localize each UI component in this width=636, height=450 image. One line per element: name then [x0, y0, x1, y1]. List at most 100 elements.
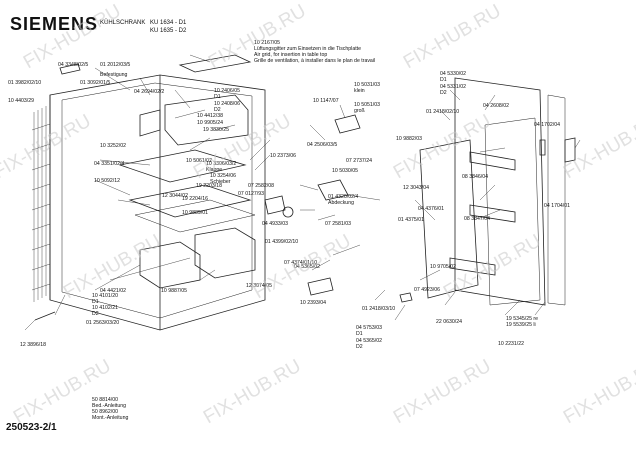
fridge-cabinet — [49, 74, 266, 331]
part-callout: 12 3074/05 — [246, 283, 272, 289]
part-callout: 04 4933/03 — [262, 221, 288, 227]
part-callout: 01 4320/02/4 — [328, 194, 359, 200]
part-callout: 04 5330/02 — [440, 71, 466, 77]
part-callout: D2 — [92, 311, 99, 317]
part-callout: 04 4376/01 — [418, 206, 444, 212]
part-callout: 07 2581/03 — [325, 221, 351, 227]
part-callout: 10 5051/03 — [354, 102, 380, 108]
part-callout: 01 4375/01 — [398, 217, 424, 223]
top-cover — [178, 54, 252, 73]
part-callout: 01 4399/02/10 — [265, 239, 299, 245]
part-callout: 07 2737/24 — [346, 158, 372, 164]
part-callout: 10 1147/07 — [313, 98, 339, 104]
part-callout: 10 3306/03/2 — [206, 161, 237, 167]
part-callout: 04 5365/02 — [294, 264, 320, 270]
part-callout: 12 3896/18 — [20, 342, 46, 348]
document-label: Bed.-Anleitung — [92, 403, 127, 409]
document-number: 50 8814/00 — [92, 397, 118, 403]
part-callout: Grille de ventilation, à installer dans … — [254, 58, 376, 64]
part-callout: 10 5061/02 — [186, 158, 212, 164]
part-callout: 22 0630/24 — [436, 319, 462, 325]
part-callout: 04 1704/01 — [544, 203, 570, 209]
brand-logo: SIEMENS — [10, 14, 99, 34]
part-callout: 10 3252/02 — [100, 143, 126, 149]
part-callout: 10 2373/06 — [270, 153, 296, 159]
model-number-1: KU 1634 - D1 — [150, 20, 187, 26]
part-callout: Klappe — [206, 167, 223, 173]
part-callout: 01 3982/02/10 — [8, 80, 42, 86]
part-callout: 12 3043/04 — [403, 185, 429, 191]
part-callout: 10 4101/20 — [92, 293, 118, 299]
part-callout: 04 5753/03 — [356, 325, 382, 331]
shelf-lower — [128, 184, 252, 218]
part-callout: klein — [354, 88, 365, 94]
part-callout: 04 3351/02/4 — [94, 161, 125, 167]
part-callout: 10 4403/29 — [8, 98, 34, 104]
part-callout: 07 2582/08 — [248, 183, 274, 189]
part-callout: 10 2406/05 — [214, 88, 240, 94]
part-callout: Abdeckung — [328, 200, 354, 206]
part-callout: 10 9889/01 — [182, 210, 208, 216]
part-callout: 19 3830/25 — [203, 127, 229, 133]
shelf-upper — [118, 149, 247, 183]
drip-tray — [139, 241, 201, 289]
part-callout: D1 — [214, 94, 221, 100]
part-callout: D1 — [92, 299, 99, 305]
document-label: Mont.-Anleitung — [92, 415, 129, 421]
door-seal — [547, 94, 566, 306]
door-assembly — [419, 77, 546, 306]
part-callout: 10 2231/22 — [498, 341, 524, 347]
part-callout: 08 3846/04 — [462, 174, 488, 180]
part-callout: 10 9705/02 — [430, 264, 456, 270]
condenser-grid — [31, 106, 51, 302]
part-callout: 01 3092/01/5 — [80, 80, 111, 86]
part-callout: 01 2012/03/5 — [100, 62, 131, 68]
part-callout: 07 4923/06 — [414, 287, 440, 293]
part-callout: 10 4412/38 — [197, 113, 223, 119]
part-callout: 10 4102/21 — [92, 305, 118, 311]
part-callout: Air grid, for insertion in table top — [254, 52, 328, 58]
part-callout: 10 5092/12 — [94, 178, 120, 184]
thermostat-knob — [282, 206, 294, 218]
part-callout: 19 5345/25 re — [506, 316, 539, 322]
part-callout: Schieber — [210, 179, 231, 185]
thermostat-housing — [139, 109, 161, 137]
part-callout: 19 5539/25 li — [506, 322, 536, 328]
part-callout: 10 2393/04 — [300, 300, 326, 306]
part-callout: 04 4421/02 — [100, 288, 126, 294]
part-callout: 04 5365/02 — [356, 338, 382, 344]
part-callout: Lüftungsgitter zum Einsetzen in die Tisc… — [254, 46, 361, 52]
document-number: 50 8962/00 — [92, 409, 118, 415]
part-callout: Befestigung — [100, 72, 128, 78]
part-callout: 10 9882/03 — [396, 136, 422, 142]
part-callout: 10 3254/06 — [210, 173, 236, 179]
part-callout: 04 2506/03/5 — [307, 142, 338, 148]
part-callout: 04 2608/02 — [483, 103, 509, 109]
part-callout: D2 — [356, 344, 363, 350]
evaporator — [164, 94, 249, 146]
part-callout: 10 5031/03 — [354, 82, 380, 88]
part-callout: D1 — [356, 331, 363, 337]
part-callout: 04 3348/02/5 — [58, 62, 89, 68]
part-callout: D2 — [214, 107, 221, 113]
part-callout: D1 — [440, 77, 447, 83]
part-callout: 10 5030/05 — [332, 168, 358, 174]
part-callout: 12 3044/02 — [162, 193, 188, 199]
part-callout: 01 2418/03/10 — [362, 306, 396, 312]
part-callout: 01 2418/02/10 — [426, 109, 460, 115]
sheet-number: 250523-2/1 — [6, 422, 57, 433]
part-callout: 19 2204/16 — [182, 196, 208, 202]
part-callout: 10 9887/05 — [161, 288, 187, 294]
part-callout: 07 4374/01/10 — [284, 260, 318, 266]
part-callout: 07 0127/93 — [238, 191, 264, 197]
product-type: KÜHLSCHRANK — [100, 20, 146, 26]
part-callout: 10 2167/05 — [254, 40, 280, 46]
part-callout: 04 2694/02/2 — [134, 89, 165, 95]
light-cover — [334, 114, 361, 134]
part-callout: 10 2408/06 — [214, 101, 240, 107]
crisper-drawer — [194, 227, 256, 279]
part-callout: 01 2563/03/20 — [86, 320, 120, 326]
small-part-10-2393 — [307, 277, 334, 296]
